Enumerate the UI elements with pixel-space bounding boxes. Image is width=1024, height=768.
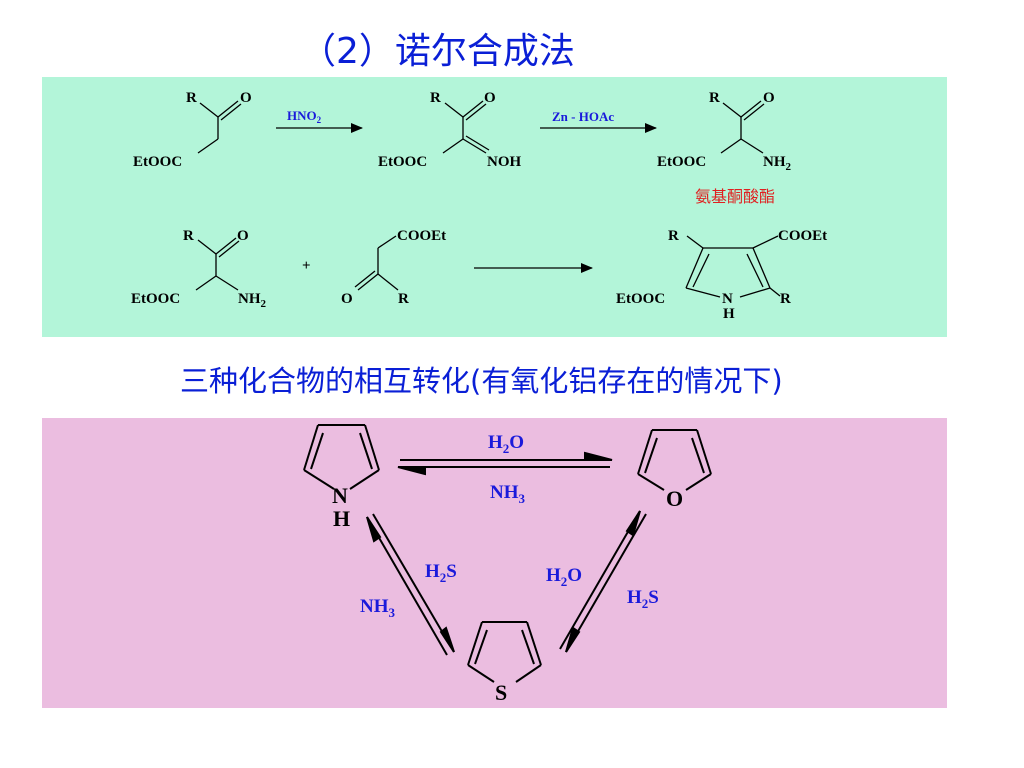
reagent-zn-hoac: Zn - HOAc [552, 109, 614, 124]
pyrrole-n: N [332, 483, 348, 508]
furan-o: O [666, 486, 683, 511]
o-label: O [341, 291, 353, 307]
r-label: R [709, 90, 720, 106]
thiophene-s: S [495, 680, 507, 705]
o-label: O [763, 90, 775, 106]
o-label: O [240, 90, 252, 106]
furan-ring [637, 429, 712, 491]
r-label: R [398, 291, 409, 307]
aminoketoester-product [720, 100, 765, 154]
pyrrole-ring [303, 424, 380, 490]
thiophene-ring [467, 621, 542, 683]
reactant-ketoester [197, 100, 242, 154]
ester-label: EtOOC [131, 291, 180, 307]
oxime-intermediate [442, 100, 490, 154]
r-label: R [430, 90, 441, 106]
reagent-h2s-left: H2S [425, 561, 457, 585]
reagent-nh3-top: NH3 [490, 482, 526, 506]
pyrrole-h: H [333, 506, 350, 531]
ketoester-reactant [354, 235, 399, 291]
cooet-label: COOEt [397, 228, 446, 244]
nh2-label: NH2 [763, 154, 792, 173]
r-label: R [668, 228, 679, 244]
h-label: H [723, 306, 735, 322]
o-label: O [237, 228, 249, 244]
ester-label: EtOOC [657, 154, 706, 170]
reagent-nh3-left: NH3 [360, 596, 396, 620]
nh2-label: NH2 [238, 291, 267, 310]
ester-label: EtOOC [616, 291, 665, 307]
reagent-h2s-right: H2S [627, 587, 659, 611]
equilibrium-arrows-top [397, 451, 613, 476]
equilibrium-arrows-right [559, 510, 647, 653]
o-label: O [484, 90, 496, 106]
r-label: R [186, 90, 197, 106]
knorr-synthesis-panel [42, 77, 947, 337]
pyrrole-product [685, 235, 781, 298]
reagent-h2o-right: H2O [546, 565, 582, 589]
reagent-hno2: HNO2 [287, 108, 322, 125]
noh-label: NOH [487, 154, 522, 170]
plus-sign: + [302, 258, 311, 274]
ester-label: EtOOC [378, 154, 427, 170]
ester-label: EtOOC [133, 154, 182, 170]
cooet-label: COOEt [778, 228, 827, 244]
r-label: R [183, 228, 194, 244]
page-title: （2）诺尔合成法 [300, 31, 575, 72]
product-name: 氨基酮酸酯 [695, 187, 775, 206]
r-label: R [780, 291, 791, 307]
n-label: N [722, 291, 733, 307]
aminoketoester-reactant [195, 237, 240, 291]
equilibrium-arrows-left [366, 513, 455, 656]
reagent-h2o-top: H2O [488, 432, 524, 456]
section-subtitle: 三种化合物的相互转化(有氧化铝存在的情况下) [180, 364, 783, 398]
